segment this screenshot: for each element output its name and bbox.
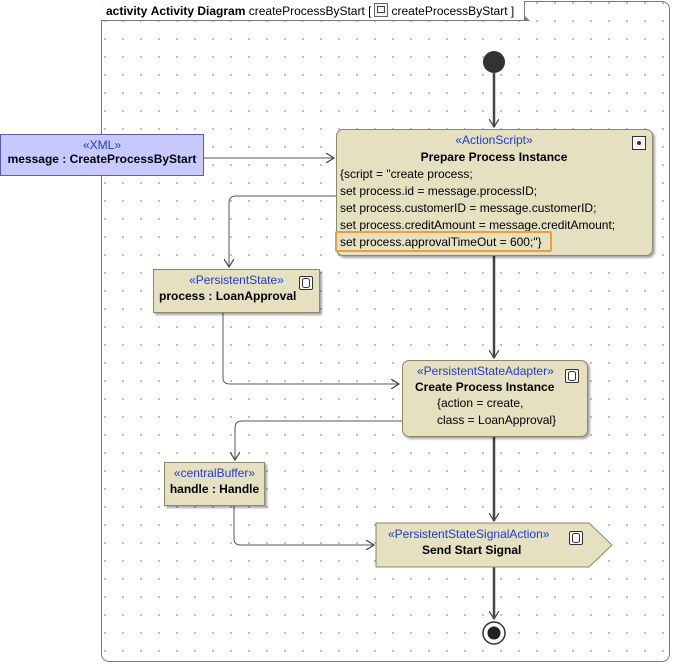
prepare-action-name: Prepare Process Instance [420, 150, 568, 164]
object-flow-process-state-to-create [222, 313, 399, 384]
object-flow-prepare-to-process-state [229, 195, 336, 267]
action-script-stereotype: «ActionScript» [455, 133, 533, 147]
activity-final-node-core [487, 626, 501, 640]
xml-message-name: message : CreateProcessByStart [7, 152, 197, 166]
create-action-name: Create Process Instance [415, 380, 555, 394]
property-line: {action = create, [437, 396, 524, 410]
object-flow-handle-to-signal [233, 506, 374, 545]
diagram-frame-header: activity Activity Diagram createProcessB… [101, 1, 531, 21]
persistent-state-icon [299, 276, 313, 290]
diagram-icon [374, 3, 389, 17]
adapter-icon [565, 369, 579, 383]
send-signal-shape [375, 522, 613, 568]
handle-name: handle : Handle [169, 482, 260, 496]
send-signal-name: Send Start Signal [422, 543, 522, 557]
script-line: set process.creditAmount = message.credi… [340, 218, 616, 232]
signal-action-stereotype: «PersistentStateSignalAction» [388, 527, 550, 541]
frame-name: createProcessByStart [248, 4, 365, 18]
script-line: set process.approvalTimeOut = 600;"} [340, 235, 542, 249]
action-script-body: {script = "create process; set process.i… [340, 166, 648, 251]
frame-type: Activity Diagram [150, 4, 246, 18]
object-flow-create-to-handle [235, 420, 402, 460]
script-gear-icon [632, 136, 646, 150]
diagram-frame [101, 1, 670, 662]
create-process-instance-action[interactable]: «PersistentStateAdapter» Create Process … [402, 360, 588, 437]
script-line: {script = "create process; [340, 167, 473, 181]
script-line: set process.id = message.processID; [340, 184, 538, 198]
central-buffer-stereotype: «centralBuffer» [173, 466, 256, 480]
initial-node [483, 51, 505, 73]
property-line: class = LoanApproval} [437, 413, 557, 427]
frame-bracket-open: [ [368, 4, 372, 18]
frame-kind: activity [106, 4, 148, 18]
persistent-state-node[interactable]: «PersistentState» process : LoanApproval [153, 269, 320, 313]
process-state-name: process : LoanApproval [159, 289, 297, 303]
persistent-state-adapter-stereotype: «PersistentStateAdapter» [417, 364, 554, 378]
xml-message-node[interactable]: «XML» message : CreateProcessByStart [0, 134, 204, 176]
xml-stereotype: «XML» [82, 138, 122, 152]
signal-action-icon [569, 531, 583, 545]
persistent-state-stereotype: «PersistentState» [189, 273, 284, 287]
send-signal-action[interactable]: «PersistentStateSignalAction» Send Start… [376, 527, 576, 557]
frame-bracket-close: ] [510, 4, 515, 18]
adapter-properties: {action = create, class = LoanApproval} [407, 395, 583, 429]
prepare-process-instance-action[interactable]: «ActionScript» Prepare Process Instance … [336, 129, 653, 256]
frame-ref: createProcessByStart [391, 4, 508, 18]
script-line: set process.customerID = message.custome… [340, 201, 597, 215]
central-buffer-node[interactable]: «centralBuffer» handle : Handle [164, 462, 265, 506]
